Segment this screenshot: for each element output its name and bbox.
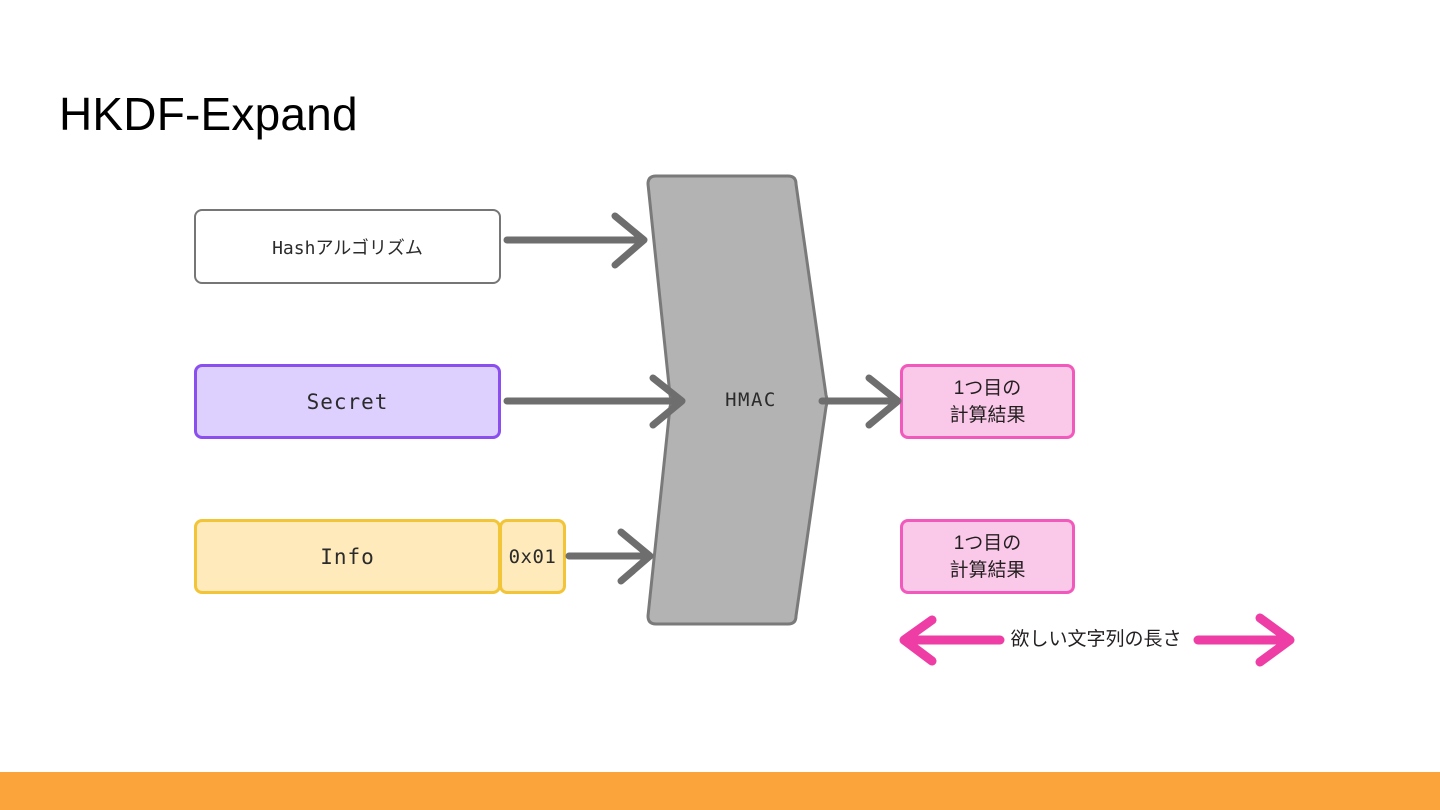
node-counter-byte[interactable]: 0x01 — [499, 519, 566, 594]
measure-arrow-right-head — [1255, 613, 1295, 667]
node-hash-algorithm[interactable]: Hashアルゴリズム — [194, 209, 501, 284]
node-secret[interactable]: Secret — [194, 364, 501, 439]
arrow-hash-to-hmac — [503, 212, 648, 269]
hmac-block[interactable] — [630, 170, 850, 630]
node-result-1[interactable]: 1つ目の 計算結果 — [900, 364, 1075, 439]
node-result-2[interactable]: 1つ目の 計算結果 — [900, 519, 1075, 594]
measure-arrow-left-head — [899, 615, 937, 666]
page-title: HKDF-Expand — [59, 88, 358, 140]
node-info[interactable]: Info — [194, 519, 501, 594]
bottom-accent-bar — [0, 772, 1440, 810]
measure-label: 欲しい文字列の長さ — [1010, 629, 1182, 650]
hmac-polygon — [646, 174, 829, 626]
